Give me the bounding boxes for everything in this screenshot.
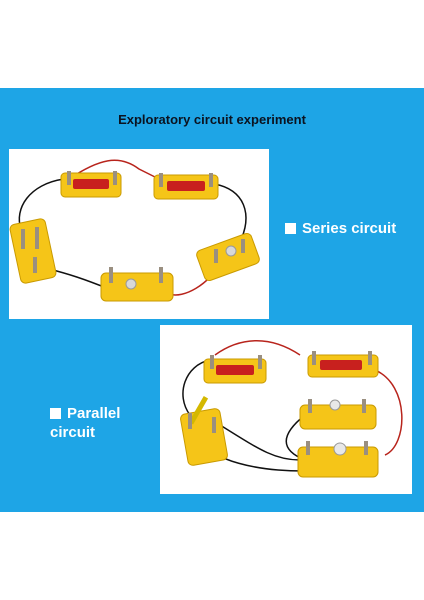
series-circuit-illustration xyxy=(9,159,260,302)
bulb-module-1 xyxy=(299,399,377,430)
series-circuit-photo xyxy=(9,149,269,319)
switch-module xyxy=(9,218,57,284)
battery-holder-1 xyxy=(60,171,122,198)
series-circuit-label: Series circuit xyxy=(285,219,396,238)
battery-holder-2 xyxy=(307,351,379,378)
page-title: Exploratory circuit experiment xyxy=(118,112,306,127)
parallel-circuit-label: Parallel circuit xyxy=(50,404,150,442)
series-circuit-text: Series circuit xyxy=(302,220,397,237)
bulb-module-1 xyxy=(100,267,174,302)
switch-module xyxy=(180,396,228,466)
battery-holder-2 xyxy=(153,173,219,200)
parallel-circuit-illustration xyxy=(180,340,403,478)
parallel-circuit-text: Parallel circuit xyxy=(50,405,121,441)
battery-holder-1 xyxy=(203,355,267,384)
square-bullet-icon xyxy=(50,408,61,419)
bulb-module-2 xyxy=(196,232,260,282)
square-bullet-icon xyxy=(285,223,296,234)
bulb-module-2 xyxy=(297,441,379,478)
parallel-circuit-photo xyxy=(160,325,412,494)
